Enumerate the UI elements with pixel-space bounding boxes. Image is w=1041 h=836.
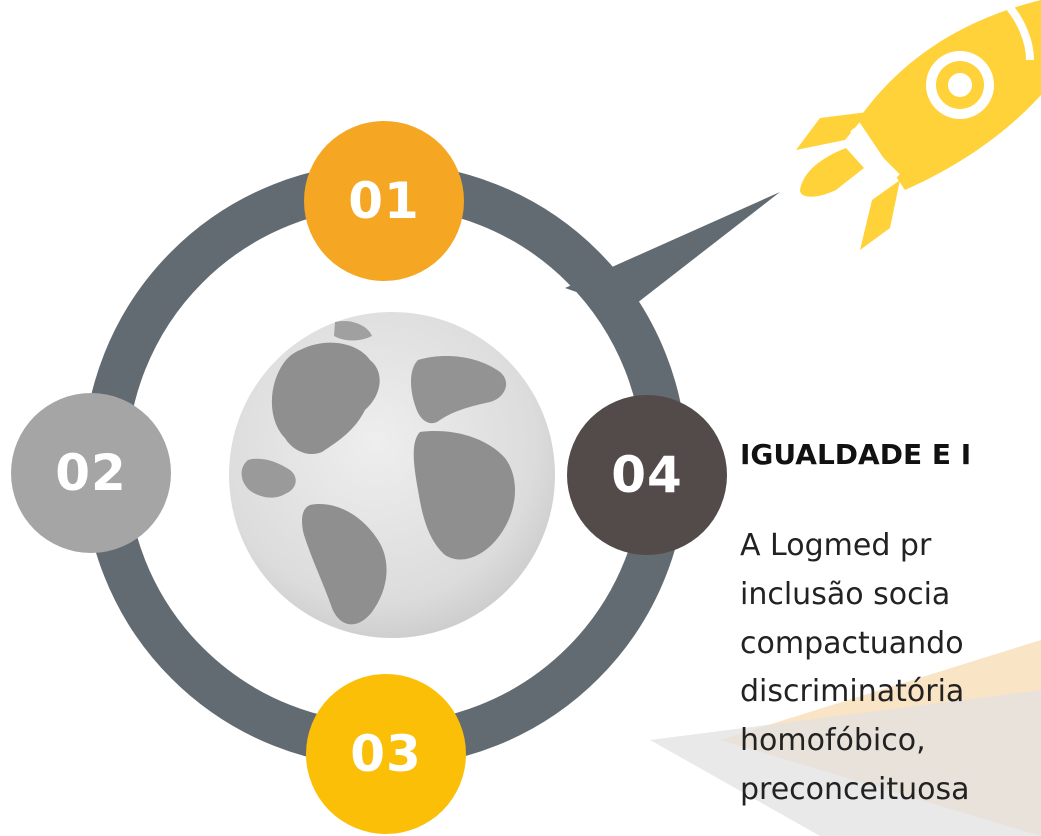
rocket-icon (796, 0, 1041, 250)
step-01-circle: 01 (304, 121, 464, 281)
step-02-circle: 02 (11, 393, 171, 553)
step-03-label: 03 (350, 725, 422, 783)
body-line-6: preconceituosa (740, 772, 970, 807)
body-line-4: discriminatória (740, 674, 965, 709)
body-line-5: homofóbico, (740, 723, 926, 758)
step-04-circle: 04 (567, 395, 727, 555)
ring-pointer (565, 192, 780, 310)
body-line-1: A Logmed pr (740, 528, 932, 563)
body-line-2: inclusão socia (740, 577, 951, 612)
gray-triangle (650, 690, 1041, 836)
globe-icon (229, 312, 555, 638)
step-02-label: 02 (55, 444, 127, 502)
body-line-3: compactuando (740, 626, 964, 661)
step-04-label: 04 (611, 446, 683, 504)
section-heading: IGUALDADE E I (740, 438, 972, 471)
step-03-circle: 03 (306, 674, 466, 834)
step-01-label: 01 (348, 172, 420, 230)
